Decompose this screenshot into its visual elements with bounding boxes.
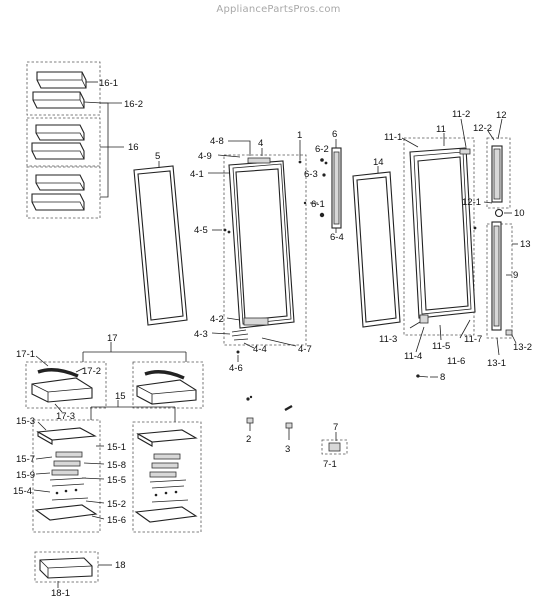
label-3: 3 <box>285 444 290 455</box>
label-4-5: 4-5 <box>194 225 208 236</box>
shelves-group-15: 15 <box>13 391 202 533</box>
label-4: 4 <box>258 138 263 149</box>
label-11-7: 11-7 <box>464 334 482 345</box>
label-11-1: 11-1 <box>384 132 402 143</box>
label-11-6: 11-6 <box>447 356 465 367</box>
label-10: 10 <box>514 208 525 219</box>
label-15-6: 15-6 <box>107 515 126 526</box>
label-15-1: 15-1 <box>107 442 126 453</box>
door-gasket-5: 5 <box>133 151 188 326</box>
bin-16-1-part <box>36 71 87 89</box>
label-17-3: 17-3 <box>56 411 75 422</box>
door-bins-group-16: 16-1 16-2 16 <box>26 61 143 219</box>
parts-2-3: 2 3 <box>246 395 293 455</box>
label-5: 5 <box>155 151 160 162</box>
label-4-7: 4-7 <box>298 344 312 355</box>
label-15: 15 <box>115 391 126 402</box>
label-4-4: 4-4 <box>253 344 267 355</box>
label-17-1: 17-1 <box>16 349 35 360</box>
label-15-9: 15-9 <box>16 470 35 481</box>
label-12-1: 12-1 <box>462 197 481 208</box>
label-6-3: 6-3 <box>304 169 318 180</box>
label-15-8: 15-8 <box>107 460 126 471</box>
label-4-9: 4-9 <box>198 151 212 162</box>
label-13-1: 13-1 <box>487 358 506 369</box>
shelf-guards-group-17: 17 17-1 17-2 17-3 <box>16 333 204 422</box>
handle-parts-12-13: 12 12-2 12-1 10 13 9 13-2 13-1 <box>462 110 532 369</box>
label-18-1: 18-1 <box>51 588 70 599</box>
part-7: 7 7-1 <box>321 422 348 470</box>
label-14: 14 <box>373 157 384 168</box>
label-6: 6 <box>332 129 337 140</box>
bin-16-2-part <box>32 91 85 109</box>
guard-17-left <box>31 368 93 403</box>
label-6-4: 6-4 <box>330 232 344 243</box>
door-handle-top <box>247 157 271 164</box>
part-8: 8 <box>415 372 445 383</box>
label-11-4: 11-4 <box>404 351 422 362</box>
label-15-3: 15-3 <box>16 416 35 427</box>
label-15-4: 15-4 <box>13 486 32 497</box>
door-assembly-11: 11-1 11 11-2 11-3 11-5 11-7 11-4 11-6 <box>379 109 482 367</box>
label-11: 11 <box>436 124 446 135</box>
label-12: 12 <box>496 110 507 121</box>
label-13: 13 <box>520 239 531 250</box>
label-4-2: 4-2 <box>210 314 224 325</box>
label-18: 18 <box>115 560 126 571</box>
label-7: 7 <box>333 422 338 433</box>
door-assembly-4: 4-8 4 4-9 4-1 4-5 4-2 4-3 4-4 4-7 4-6 <box>190 136 312 374</box>
label-1: 1 <box>297 130 302 141</box>
label-12-2: 12-2 <box>473 123 492 134</box>
door-hinge-bottom <box>231 317 269 341</box>
bin-16-part-a <box>31 124 85 160</box>
bin-group-18: 18 18-1 <box>34 551 126 599</box>
label-11-2: 11-2 <box>452 109 470 120</box>
label-4-8: 4-8 <box>210 136 224 147</box>
label-15-5: 15-5 <box>107 475 126 486</box>
label-7-1: 7-1 <box>323 459 337 470</box>
label-6-1: 6-1 <box>311 199 325 210</box>
label-9: 9 <box>513 270 518 281</box>
label-15-7: 15-7 <box>16 454 35 465</box>
label-6-2: 6-2 <box>315 144 329 155</box>
watermark: AppliancePartsPros.com <box>216 4 341 15</box>
label-16-2: 16-2 <box>124 99 143 110</box>
label-13-2: 13-2 <box>513 342 532 353</box>
label-16-1: 16-1 <box>99 78 118 89</box>
label-2: 2 <box>246 434 251 445</box>
label-11-5: 11-5 <box>432 341 450 352</box>
label-16: 16 <box>128 142 139 153</box>
hinge-parts-1-6: 1 6 6-2 6-3 6-1 6-4 <box>297 129 344 243</box>
label-4-1: 4-1 <box>190 169 204 180</box>
label-15-2: 15-2 <box>107 499 126 510</box>
label-4-6: 4-6 <box>229 363 243 374</box>
label-17-2: 17-2 <box>82 366 101 377</box>
shelf-15-left <box>34 427 98 521</box>
label-17: 17 <box>107 333 118 344</box>
shelf-15-right <box>134 429 198 523</box>
label-8: 8 <box>440 372 445 383</box>
label-11-3: 11-3 <box>379 334 397 345</box>
guard-17-right <box>136 370 197 405</box>
door-gasket-14: 14 <box>352 157 401 328</box>
label-4-3: 4-3 <box>194 329 208 340</box>
bin-16-part-b <box>31 174 85 211</box>
